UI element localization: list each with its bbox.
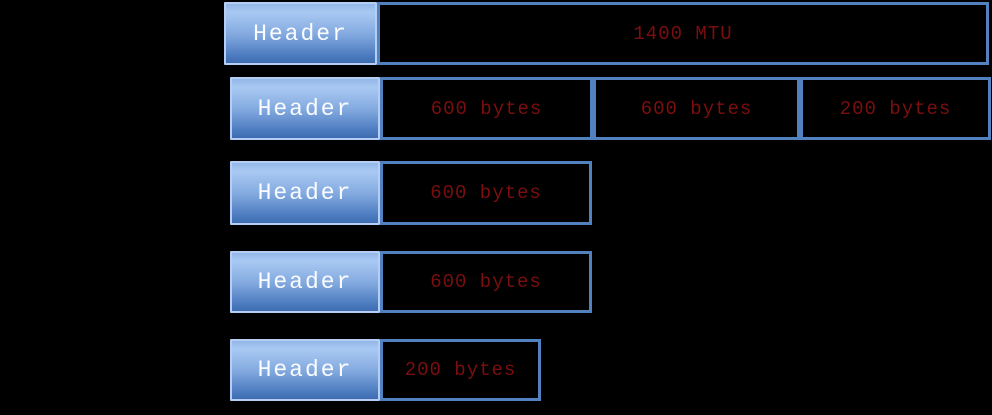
packet-row-fragment-1: Header 600 bytes bbox=[230, 161, 592, 225]
payload-segment: 600 bytes bbox=[380, 77, 593, 140]
packet-header-box: Header bbox=[230, 161, 380, 225]
packet-row-fragment-2: Header 600 bytes bbox=[230, 251, 592, 313]
segment-label: 1400 MTU bbox=[633, 22, 733, 45]
packet-row-original: Header 1400 MTU bbox=[224, 2, 989, 65]
segment-label: 600 bytes bbox=[430, 271, 542, 293]
payload-segment: 600 bytes bbox=[593, 77, 800, 140]
header-label: Header bbox=[257, 357, 353, 383]
header-label: Header bbox=[257, 95, 353, 122]
header-label: Header bbox=[257, 180, 353, 206]
segment-label: 600 bytes bbox=[430, 97, 543, 120]
payload-segment: 1400 MTU bbox=[377, 2, 989, 65]
segment-label: 600 bytes bbox=[430, 182, 542, 204]
packet-header-box: Header bbox=[224, 2, 377, 65]
packet-header-box: Header bbox=[230, 251, 380, 313]
segment-label: 600 bytes bbox=[640, 97, 753, 120]
packet-row-fragment-3: Header 200 bytes bbox=[230, 339, 541, 401]
payload-segment: 600 bytes bbox=[380, 251, 592, 313]
payload-segment: 600 bytes bbox=[380, 161, 592, 225]
payload-segment: 200 bytes bbox=[380, 339, 541, 401]
segment-label: 200 bytes bbox=[404, 359, 517, 381]
header-label: Header bbox=[253, 20, 348, 47]
header-label: Header bbox=[257, 269, 353, 295]
packet-row-split: Header 600 bytes 600 bytes 200 bytes bbox=[230, 77, 991, 140]
packet-header-box: Header bbox=[230, 77, 380, 140]
payload-segment: 200 bytes bbox=[800, 77, 991, 140]
segment-label: 200 bytes bbox=[839, 97, 952, 120]
packet-header-box: Header bbox=[230, 339, 380, 401]
